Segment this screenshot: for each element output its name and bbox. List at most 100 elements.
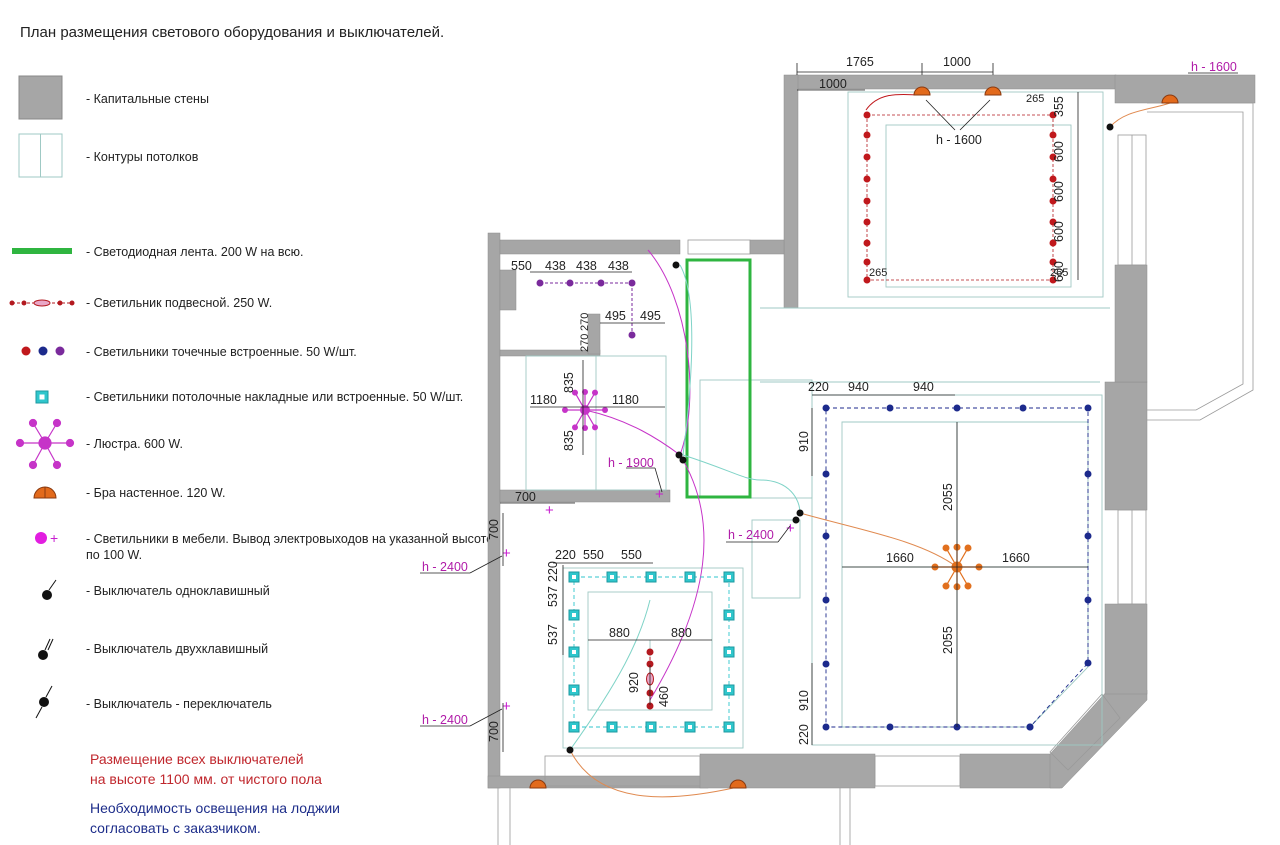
switch-double-icon xyxy=(38,638,54,660)
red-spot xyxy=(863,258,871,266)
blue-spot-outline xyxy=(825,407,1089,728)
legend-label-furniture: - Светильники в мебели. Вывод электровых… xyxy=(86,532,497,546)
red-spot xyxy=(1049,111,1057,119)
ceiling-light xyxy=(645,721,657,733)
ceiling-light xyxy=(684,571,696,583)
dim-920: 920 xyxy=(627,672,641,693)
red-spot xyxy=(863,175,871,183)
chandelier-bulb xyxy=(964,582,972,590)
red-spot xyxy=(1049,175,1057,183)
dimension-lines xyxy=(420,63,1238,752)
chandelier-kitchen xyxy=(562,389,608,431)
blue-spot-group xyxy=(822,404,1092,731)
ceiling-light xyxy=(723,571,735,583)
ceiling-light xyxy=(568,609,580,621)
dim-550-a: 550 xyxy=(583,548,604,562)
dim-940-a: 940 xyxy=(848,380,869,394)
dim-835-b: 835 xyxy=(562,430,576,451)
ceiling-light xyxy=(568,684,580,696)
dim-1765: 1765 xyxy=(846,55,874,69)
dim-1660-a: 1660 xyxy=(886,551,914,565)
red-spot xyxy=(863,276,871,284)
purple-spot xyxy=(536,279,544,287)
ceiling-light xyxy=(568,721,580,733)
red-spot xyxy=(1049,131,1057,139)
ceiling-light xyxy=(568,571,580,583)
dim-550-b: 550 xyxy=(621,548,642,562)
chandelier-bulb xyxy=(582,389,588,395)
ceiling-light-group xyxy=(568,571,735,733)
chandelier-bulb xyxy=(592,424,598,431)
loggia-note: Необходимость освещения на лоджии соглас… xyxy=(90,798,340,838)
legend-label-sconce: - Бра настенное. 120 W. xyxy=(86,486,226,500)
blue-spot xyxy=(1084,596,1092,604)
chandelier-center xyxy=(580,405,590,415)
label-h1600-top: h - 1600 xyxy=(1191,60,1237,74)
chandelier-bulb xyxy=(964,544,972,552)
ceiling-light xyxy=(723,684,735,696)
purple-spot xyxy=(566,279,574,287)
dim-270-b: 270 xyxy=(579,313,591,331)
label-h2400-b: h - 2400 xyxy=(422,713,468,727)
svg-text:+: + xyxy=(502,545,511,562)
switch-single-icon xyxy=(42,579,57,600)
sconce-group xyxy=(529,86,1179,789)
blue-spot xyxy=(822,470,830,478)
spotlights-icon xyxy=(21,346,65,356)
red-spot xyxy=(1049,276,1057,284)
legend-label-spots: - Светильники точечные встроенные. 50 W/… xyxy=(86,345,357,359)
purple-spot xyxy=(628,331,636,339)
ceiling-light xyxy=(723,721,735,733)
dim-940-b: 940 xyxy=(913,380,934,394)
sconce xyxy=(1161,94,1179,104)
pendant-lights xyxy=(866,114,1054,281)
furniture-light-icon: + xyxy=(35,530,58,546)
legend-label-ceilings: - Контуры потолков xyxy=(86,150,199,164)
svg-text:+: + xyxy=(502,698,511,715)
legend-symbols: + xyxy=(9,75,75,719)
led-strip-icon xyxy=(12,248,72,254)
purple-spot xyxy=(628,279,636,287)
purple-spot-line xyxy=(540,282,633,335)
blue-spot xyxy=(1084,470,1092,478)
dim-600-a: 600 xyxy=(1052,141,1066,162)
label-h1900: h - 1900 xyxy=(608,456,654,470)
blue-spot xyxy=(886,404,894,412)
svg-text:+: + xyxy=(50,530,58,546)
dim-460: 460 xyxy=(657,686,671,707)
red-spot-group xyxy=(863,111,1057,284)
dim-438-c: 438 xyxy=(608,259,629,273)
dim-700-vertical-a: 700 xyxy=(487,519,501,540)
dim-495-b: 495 xyxy=(640,309,661,323)
label-h2400-c: h - 2400 xyxy=(728,528,774,542)
red-spot xyxy=(1049,218,1057,226)
blue-spot xyxy=(1019,404,1027,412)
dim-600-d: 600 xyxy=(1052,261,1066,282)
chandelier-bulb xyxy=(592,389,598,396)
dim-910-a: 910 xyxy=(797,431,811,452)
ceiling-light xyxy=(723,646,735,658)
legend-label-pendant: - Светильник подвесной. 250 W. xyxy=(86,296,273,310)
dim-600-b: 600 xyxy=(1052,181,1066,202)
ceiling-light-icon xyxy=(35,390,49,404)
red-spot xyxy=(1049,197,1057,205)
legend-label-switch-single: - Выключатель одноклавишный xyxy=(86,584,270,598)
ceiling-light xyxy=(606,571,618,583)
switch-toggle-icon xyxy=(35,685,53,719)
svg-text:+: + xyxy=(786,520,795,537)
wiring xyxy=(569,93,1171,798)
dim-220-living-bottom: 220 xyxy=(797,724,811,745)
purple-spot-group xyxy=(536,279,636,339)
switch-height-note: Размещение всех выключателей на высоте 1… xyxy=(90,749,322,789)
dim-1000-left: 1000 xyxy=(819,77,847,91)
dim-220-bedroom: 220 xyxy=(555,548,576,562)
dim-1660-b: 1660 xyxy=(1002,551,1030,565)
red-spot xyxy=(863,197,871,205)
blue-spot xyxy=(1026,723,1034,731)
dim-537-b: 537 xyxy=(546,624,560,645)
blue-spot xyxy=(1084,532,1092,540)
led-strip xyxy=(685,258,752,499)
capital-walls xyxy=(487,74,1256,789)
blue-spot xyxy=(1084,659,1092,667)
